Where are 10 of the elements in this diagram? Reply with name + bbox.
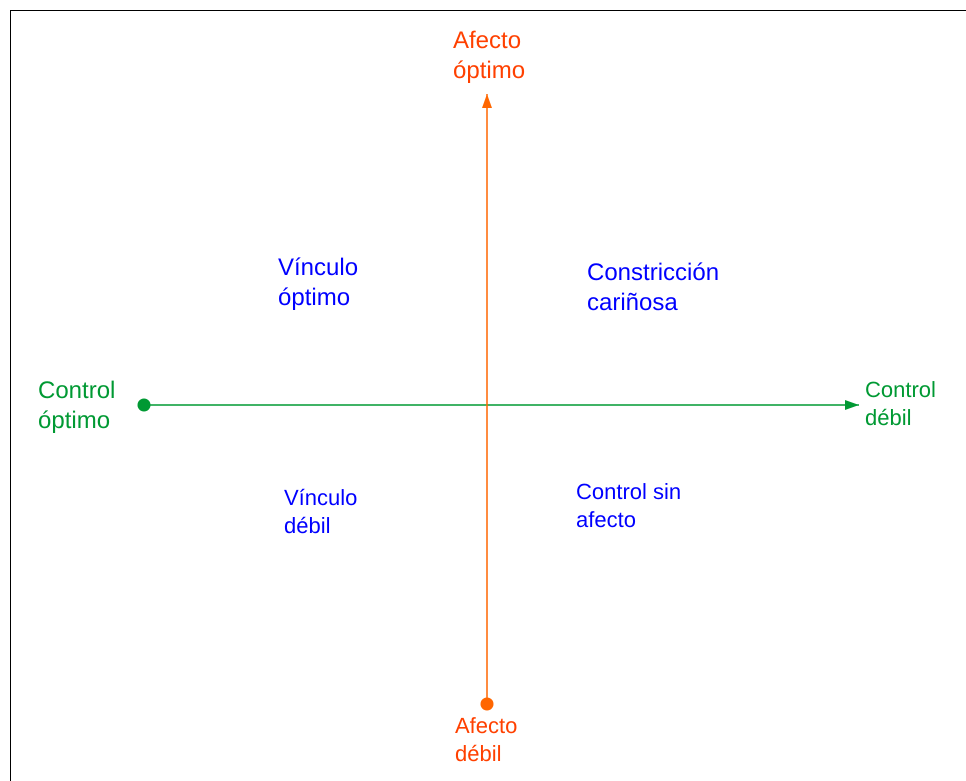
quadrant-label: Vínculo óptimo — [278, 253, 360, 313]
quadrant-label: Vínculo débil — [284, 484, 358, 539]
axis-arrow — [480, 94, 494, 710]
axis-end-label: Control débil — [865, 376, 960, 431]
quadrant-label: Control sin afecto — [576, 478, 682, 533]
axis-end-label: Control óptimo — [38, 376, 138, 436]
axis-arrow — [138, 398, 859, 412]
quadrant-label: Constricción cariñosa — [587, 258, 720, 318]
axis-end-label: Afecto óptimo — [453, 26, 563, 86]
axis-end-label: Afecto débil — [455, 712, 555, 767]
